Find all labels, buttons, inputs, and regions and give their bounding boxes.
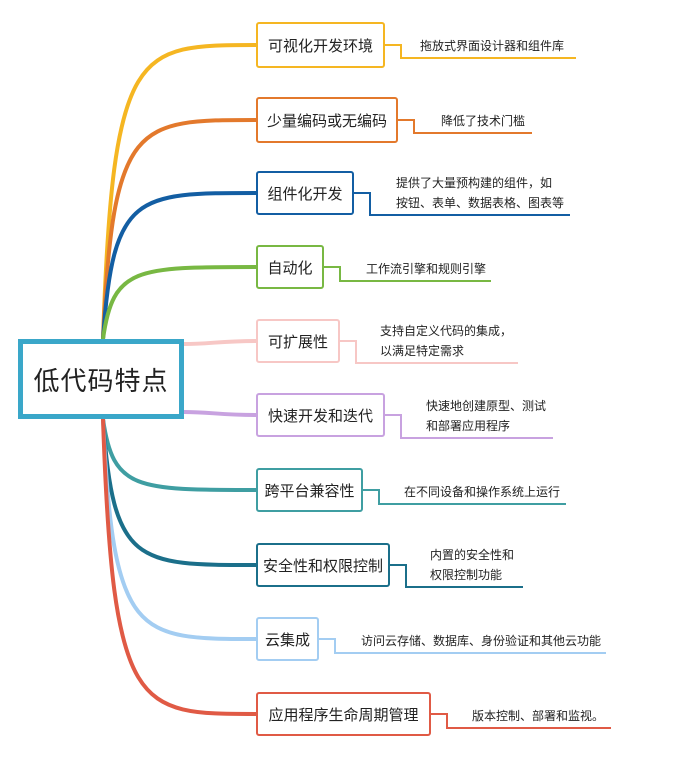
root-connector-6: [182, 410, 258, 417]
root-connector-3: [101, 191, 258, 341]
leaf-connector-7: [363, 489, 566, 505]
leaf-connector-4: [324, 266, 491, 282]
leaf-connector-5: [340, 340, 518, 364]
root-connector-5: [182, 339, 258, 346]
leaf-connector-3: [354, 192, 570, 216]
leaf-connector-6: [385, 414, 553, 439]
leaf-connector-1: [385, 44, 576, 59]
root-connector-10: [101, 417, 258, 716]
root-connector-7: [101, 417, 258, 492]
leaf-connector-2: [398, 119, 532, 134]
root-connector-4: [101, 265, 258, 341]
leaf-connector-9: [319, 638, 606, 654]
root-connector-2: [101, 118, 258, 341]
leaf-connector-8: [390, 564, 523, 588]
leaf-connector-10: [431, 713, 611, 729]
root-connector-8: [101, 417, 258, 567]
root-connector-1: [101, 43, 258, 341]
